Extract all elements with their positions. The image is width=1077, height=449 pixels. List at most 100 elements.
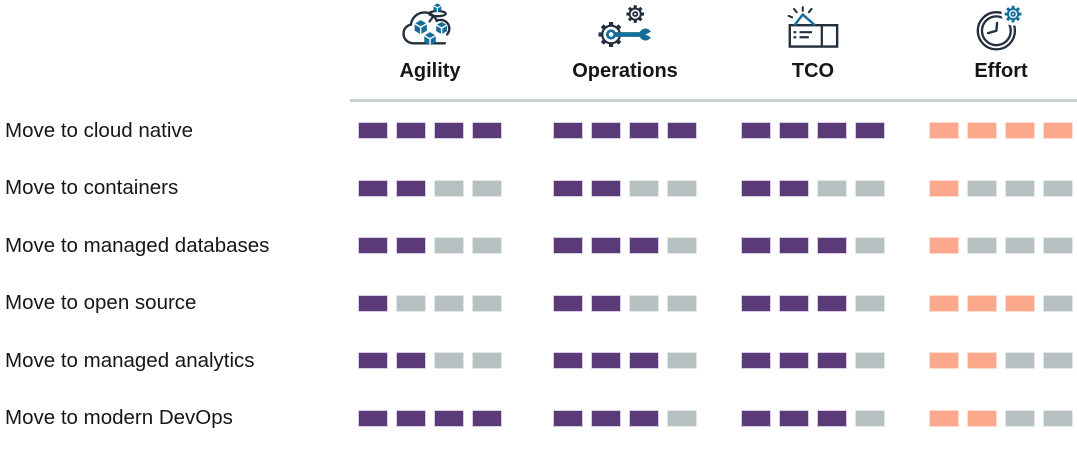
rating-segment-filled [817,352,847,370]
row-label: Move to open source [5,291,197,315]
rating-segment-empty [396,294,426,312]
rating-segment-filled [434,122,464,140]
rating-segment-filled [591,179,621,197]
rating-segment-filled [817,237,847,255]
rating-segment-filled [741,352,771,370]
rating-cell [733,179,921,197]
rating-segment-empty [967,237,997,255]
rating-segment-filled [591,409,621,427]
rating-segment-empty [855,352,885,370]
rating-segment-empty [472,237,502,255]
rating-segment-filled [358,294,388,312]
rating-segment-empty [1005,352,1035,370]
rating-segment-filled [1005,122,1035,140]
rating-segment-filled [591,122,621,140]
rating-cell [921,352,1077,370]
rating-segment-filled [396,409,426,427]
rating-segment-filled [779,409,809,427]
clock-gear-icon [970,2,1032,54]
column-header-agility: Agility [350,0,545,99]
rating-cell [921,294,1077,312]
rating-segment-filled [817,409,847,427]
rating-segment-empty [434,237,464,255]
rating-segment-filled [1005,294,1035,312]
rating-segment-filled [967,352,997,370]
rating-segment-filled [929,179,959,197]
rating-segment-filled [817,122,847,140]
rating-cell [545,294,733,312]
rating-segment-empty [1005,409,1035,427]
rating-cell [921,122,1077,140]
column-header-operations: Operations [545,0,733,99]
rating-segment-filled [967,122,997,140]
rating-segment-empty [1043,409,1073,427]
column-label: Effort [974,60,1028,82]
rating-cell [545,122,733,140]
rating-segment-empty [472,352,502,370]
table-row: Move to containers [0,160,1077,218]
rating-segment-filled [741,179,771,197]
rating-segment-filled [591,294,621,312]
rating-segment-empty [817,179,847,197]
rating-segment-empty [434,352,464,370]
column-label: Operations [572,60,678,82]
rating-segment-filled [629,352,659,370]
rating-segment-filled [817,294,847,312]
rating-segment-filled [929,122,959,140]
rating-segment-filled [591,352,621,370]
rating-segment-filled [553,409,583,427]
rating-segment-filled [667,122,697,140]
rating-segment-filled [967,294,997,312]
rating-cell [545,352,733,370]
rating-segment-empty [855,409,885,427]
rating-segment-filled [358,179,388,197]
rating-segment-filled [929,352,959,370]
header-divider [350,99,1077,102]
row-label: Move to managed databases [5,233,270,257]
rating-segment-empty [1005,237,1035,255]
rating-segment-filled [929,409,959,427]
rating-segment-filled [779,294,809,312]
rating-segment-empty [472,179,502,197]
rating-segment-filled [553,352,583,370]
rating-segment-empty [667,409,697,427]
rating-segment-filled [396,122,426,140]
column-label: Agility [399,60,461,82]
rating-segment-filled [741,294,771,312]
rating-segment-filled [967,409,997,427]
rating-segment-filled [929,237,959,255]
rating-cell [350,122,545,140]
rating-cell [733,352,921,370]
row-label: Move to cloud native [5,118,194,142]
rating-segment-filled [591,237,621,255]
rating-segment-empty [1043,352,1073,370]
rating-segment-filled [358,409,388,427]
column-header-tco: TCO [733,0,921,99]
table-row: Move to open source [0,275,1077,333]
row-label: Move to modern DevOps [5,406,233,430]
cost-ticket-spark-icon [782,2,844,54]
rating-segment-filled [741,237,771,255]
rating-segment-filled [1043,122,1073,140]
rating-cell [350,352,545,370]
rating-segment-filled [553,294,583,312]
rating-segment-filled [629,122,659,140]
rating-segment-empty [667,352,697,370]
rating-segment-empty [1043,294,1073,312]
rating-cell [350,294,545,312]
rating-cell [921,179,1077,197]
rating-segment-filled [396,237,426,255]
rating-segment-filled [553,179,583,197]
rating-cell [921,237,1077,255]
rating-segment-filled [629,237,659,255]
column-header-row: Agility [0,0,1077,99]
rating-segment-empty [855,237,885,255]
rating-cell [921,409,1077,427]
table-row: Move to modern DevOps [0,390,1077,448]
rating-segment-filled [472,122,502,140]
rating-cell [545,179,733,197]
rating-segment-empty [855,179,885,197]
rating-segment-empty [667,179,697,197]
